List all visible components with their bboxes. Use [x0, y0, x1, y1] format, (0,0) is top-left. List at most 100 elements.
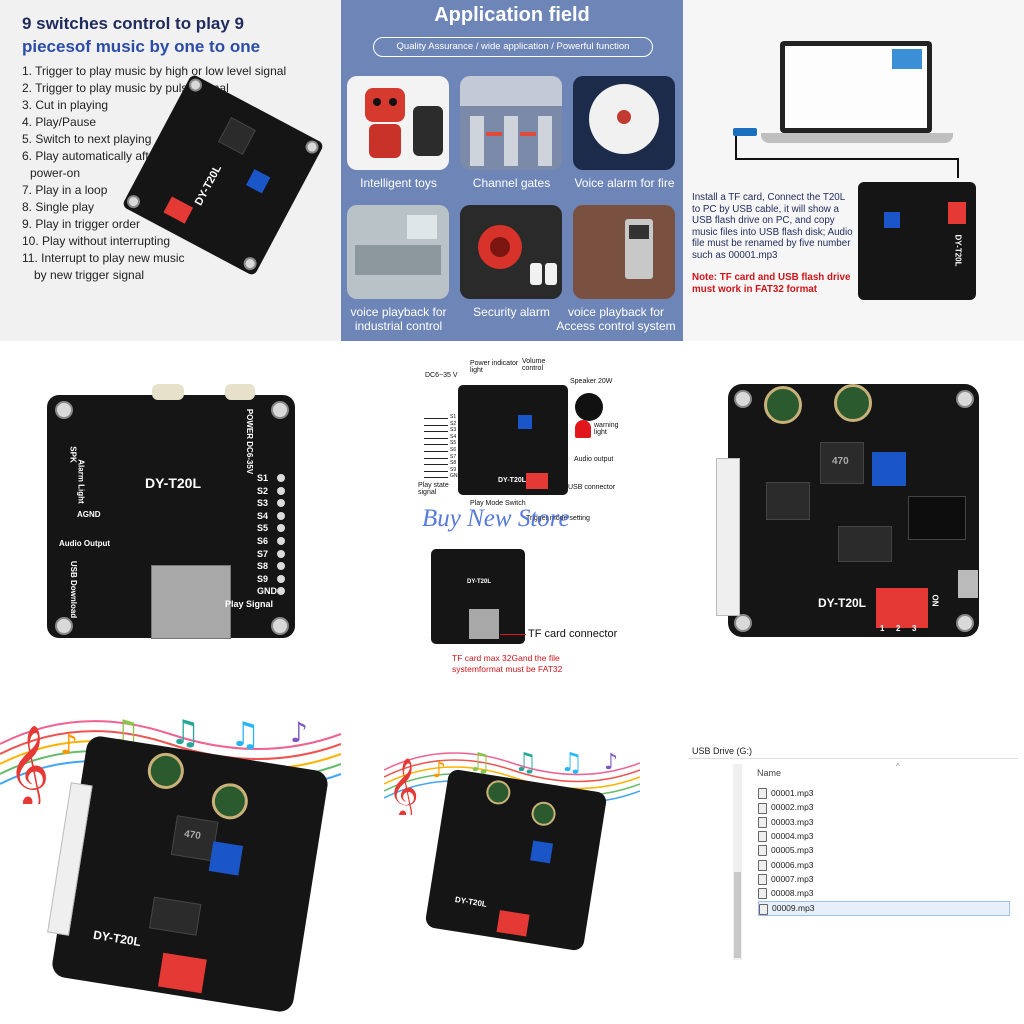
potentiometer-icon [518, 415, 532, 429]
sort-arrow-icon: ^ [896, 762, 900, 771]
panel-usb-setup: Install a TF card, Connect the T20L to P… [683, 0, 1024, 341]
store-watermark: Buy New Store [422, 505, 570, 532]
file-name: 00002.mp3 [771, 802, 814, 813]
svg-text:♫: ♫ [170, 713, 200, 753]
board-label: DY-T20L [818, 596, 867, 610]
feature-item: 9. Play in trigger order [22, 217, 141, 231]
dip-switch-icon [496, 910, 530, 937]
board-label: DY-T20L [145, 475, 202, 491]
usb-cable [735, 158, 959, 160]
board-label: DY-T20L [454, 895, 488, 909]
file-row[interactable]: 00003.mp3 [758, 816, 1008, 829]
feature-item: by new trigger signal [34, 268, 145, 282]
switch-pin-label: S7 [450, 453, 457, 460]
file-row[interactable]: 00005.mp3 [758, 844, 1008, 857]
feature-list: 1. Trigger to play music by high or low … [22, 63, 322, 284]
feature-item: 4. Play/Pause [22, 115, 97, 129]
scrollbar[interactable] [733, 764, 742, 960]
file-row[interactable]: 00009.mp3 [758, 901, 1010, 917]
toy-image [347, 76, 449, 170]
mount-hole [55, 617, 73, 635]
app-label-security: Security alarm [473, 305, 550, 319]
tf-pointer-line [500, 634, 526, 635]
capacitor-icon [764, 386, 802, 424]
file-name: 00001.mp3 [771, 788, 814, 798]
main-ic-icon [149, 896, 202, 936]
audio-jack-icon [908, 496, 966, 540]
feature-item: 10. Play without interrupting [22, 234, 171, 248]
usb-port-icon [958, 570, 978, 598]
pin-label: S7 [257, 548, 269, 559]
app-label-toys: Intelligent toys [360, 176, 437, 190]
file-name: 00007.mp3 [771, 873, 814, 884]
dip-number: 2 [896, 624, 901, 633]
label-tf-connector: TF card connector [528, 628, 618, 640]
application-subtitle: Quality Assurance / wide application / P… [373, 37, 653, 57]
potentiometer-icon [872, 452, 906, 486]
label-trigger: Trigger mode setting [526, 515, 590, 522]
feature-item: 8. Single play [22, 200, 95, 214]
switch-icon [424, 437, 448, 439]
usb-format-note: Note: TF card and USB flash drive must w… [692, 272, 851, 295]
file-row[interactable]: 00007.mp3 [758, 873, 1008, 886]
board-label: DY-T20L [467, 579, 492, 585]
label-power-light: Power indicator light [470, 360, 519, 374]
mount-hole [124, 192, 143, 211]
svg-text:♫: ♫ [468, 748, 491, 778]
dip-number: 1 [880, 624, 885, 633]
explorer-header-line [688, 758, 1018, 759]
svg-text:♫: ♫ [560, 748, 583, 778]
usb-cable [957, 158, 959, 178]
dip-on-label: ON [930, 594, 940, 607]
label-agnd: AGND [77, 510, 101, 519]
capacitor-icon [484, 778, 513, 807]
inductor-label: 470 [183, 828, 202, 843]
label-volume: Volume control [522, 358, 546, 372]
switch-pin-label: S1 [450, 414, 457, 420]
switch-icon [424, 457, 448, 459]
pin-pad [277, 562, 285, 571]
tf-card-note: TF card max 32Gand the file systemformat… [452, 653, 563, 674]
tf-card-slot [469, 609, 499, 639]
board-back-small: DY-T20L [431, 549, 525, 644]
file-row[interactable]: 00001.mp3 [758, 787, 1008, 800]
feature-item: 1. Trigger to play music by high or low … [22, 64, 287, 78]
audio-file-icon [758, 788, 767, 800]
svg-text:𝄞: 𝄞 [388, 758, 419, 815]
file-row[interactable]: 00004.mp3 [758, 830, 1008, 843]
inductor-icon [820, 442, 864, 484]
switch-icon [424, 424, 448, 426]
mount-hole [186, 76, 205, 94]
label-speaker: Speaker 20W [570, 378, 613, 385]
application-title: Application field [434, 4, 590, 26]
name-column-header[interactable]: Name [757, 768, 782, 778]
board-front-image: DY-T20L [424, 768, 608, 952]
label-audio-output: Audio Output [59, 539, 111, 548]
pin-label: S5 [257, 523, 269, 534]
scrollbar-thumb[interactable] [734, 872, 741, 958]
app-label-fire: Voice alarm for fire [574, 176, 675, 190]
file-row[interactable]: 00002.mp3 [758, 801, 1008, 814]
pin-label: S2 [257, 485, 269, 496]
svg-text:♪: ♪ [60, 728, 78, 761]
dip-switch-icon [948, 202, 966, 224]
features-title-line1: 9 switches control to play 9 [22, 14, 245, 33]
board-label: DY-T20L [498, 477, 527, 484]
file-name: 00004.mp3 [771, 830, 814, 841]
label-playmode: Play Mode Switch [470, 500, 526, 507]
file-row[interactable]: 00006.mp3 [758, 859, 1008, 872]
switch-pin-label: S4 [450, 433, 457, 440]
feature-item: 6. Play automatically after [22, 149, 160, 163]
dip-switch-icon [876, 588, 928, 628]
pin-label: Play Signal [225, 599, 274, 609]
mount-hole [956, 390, 974, 408]
label-warning: warning light [594, 422, 619, 436]
label-dc: DC6~35 V [425, 372, 458, 379]
label-power: POWER DC6-35V [245, 408, 255, 475]
drive-label[interactable]: USB Drive (G:) [692, 746, 753, 756]
pin-pad [277, 537, 285, 545]
switch-pin-label: S5 [450, 440, 457, 447]
file-name: 00006.mp3 [771, 859, 814, 870]
potentiometer-icon [208, 841, 244, 876]
file-row[interactable]: 00008.mp3 [758, 887, 1008, 900]
